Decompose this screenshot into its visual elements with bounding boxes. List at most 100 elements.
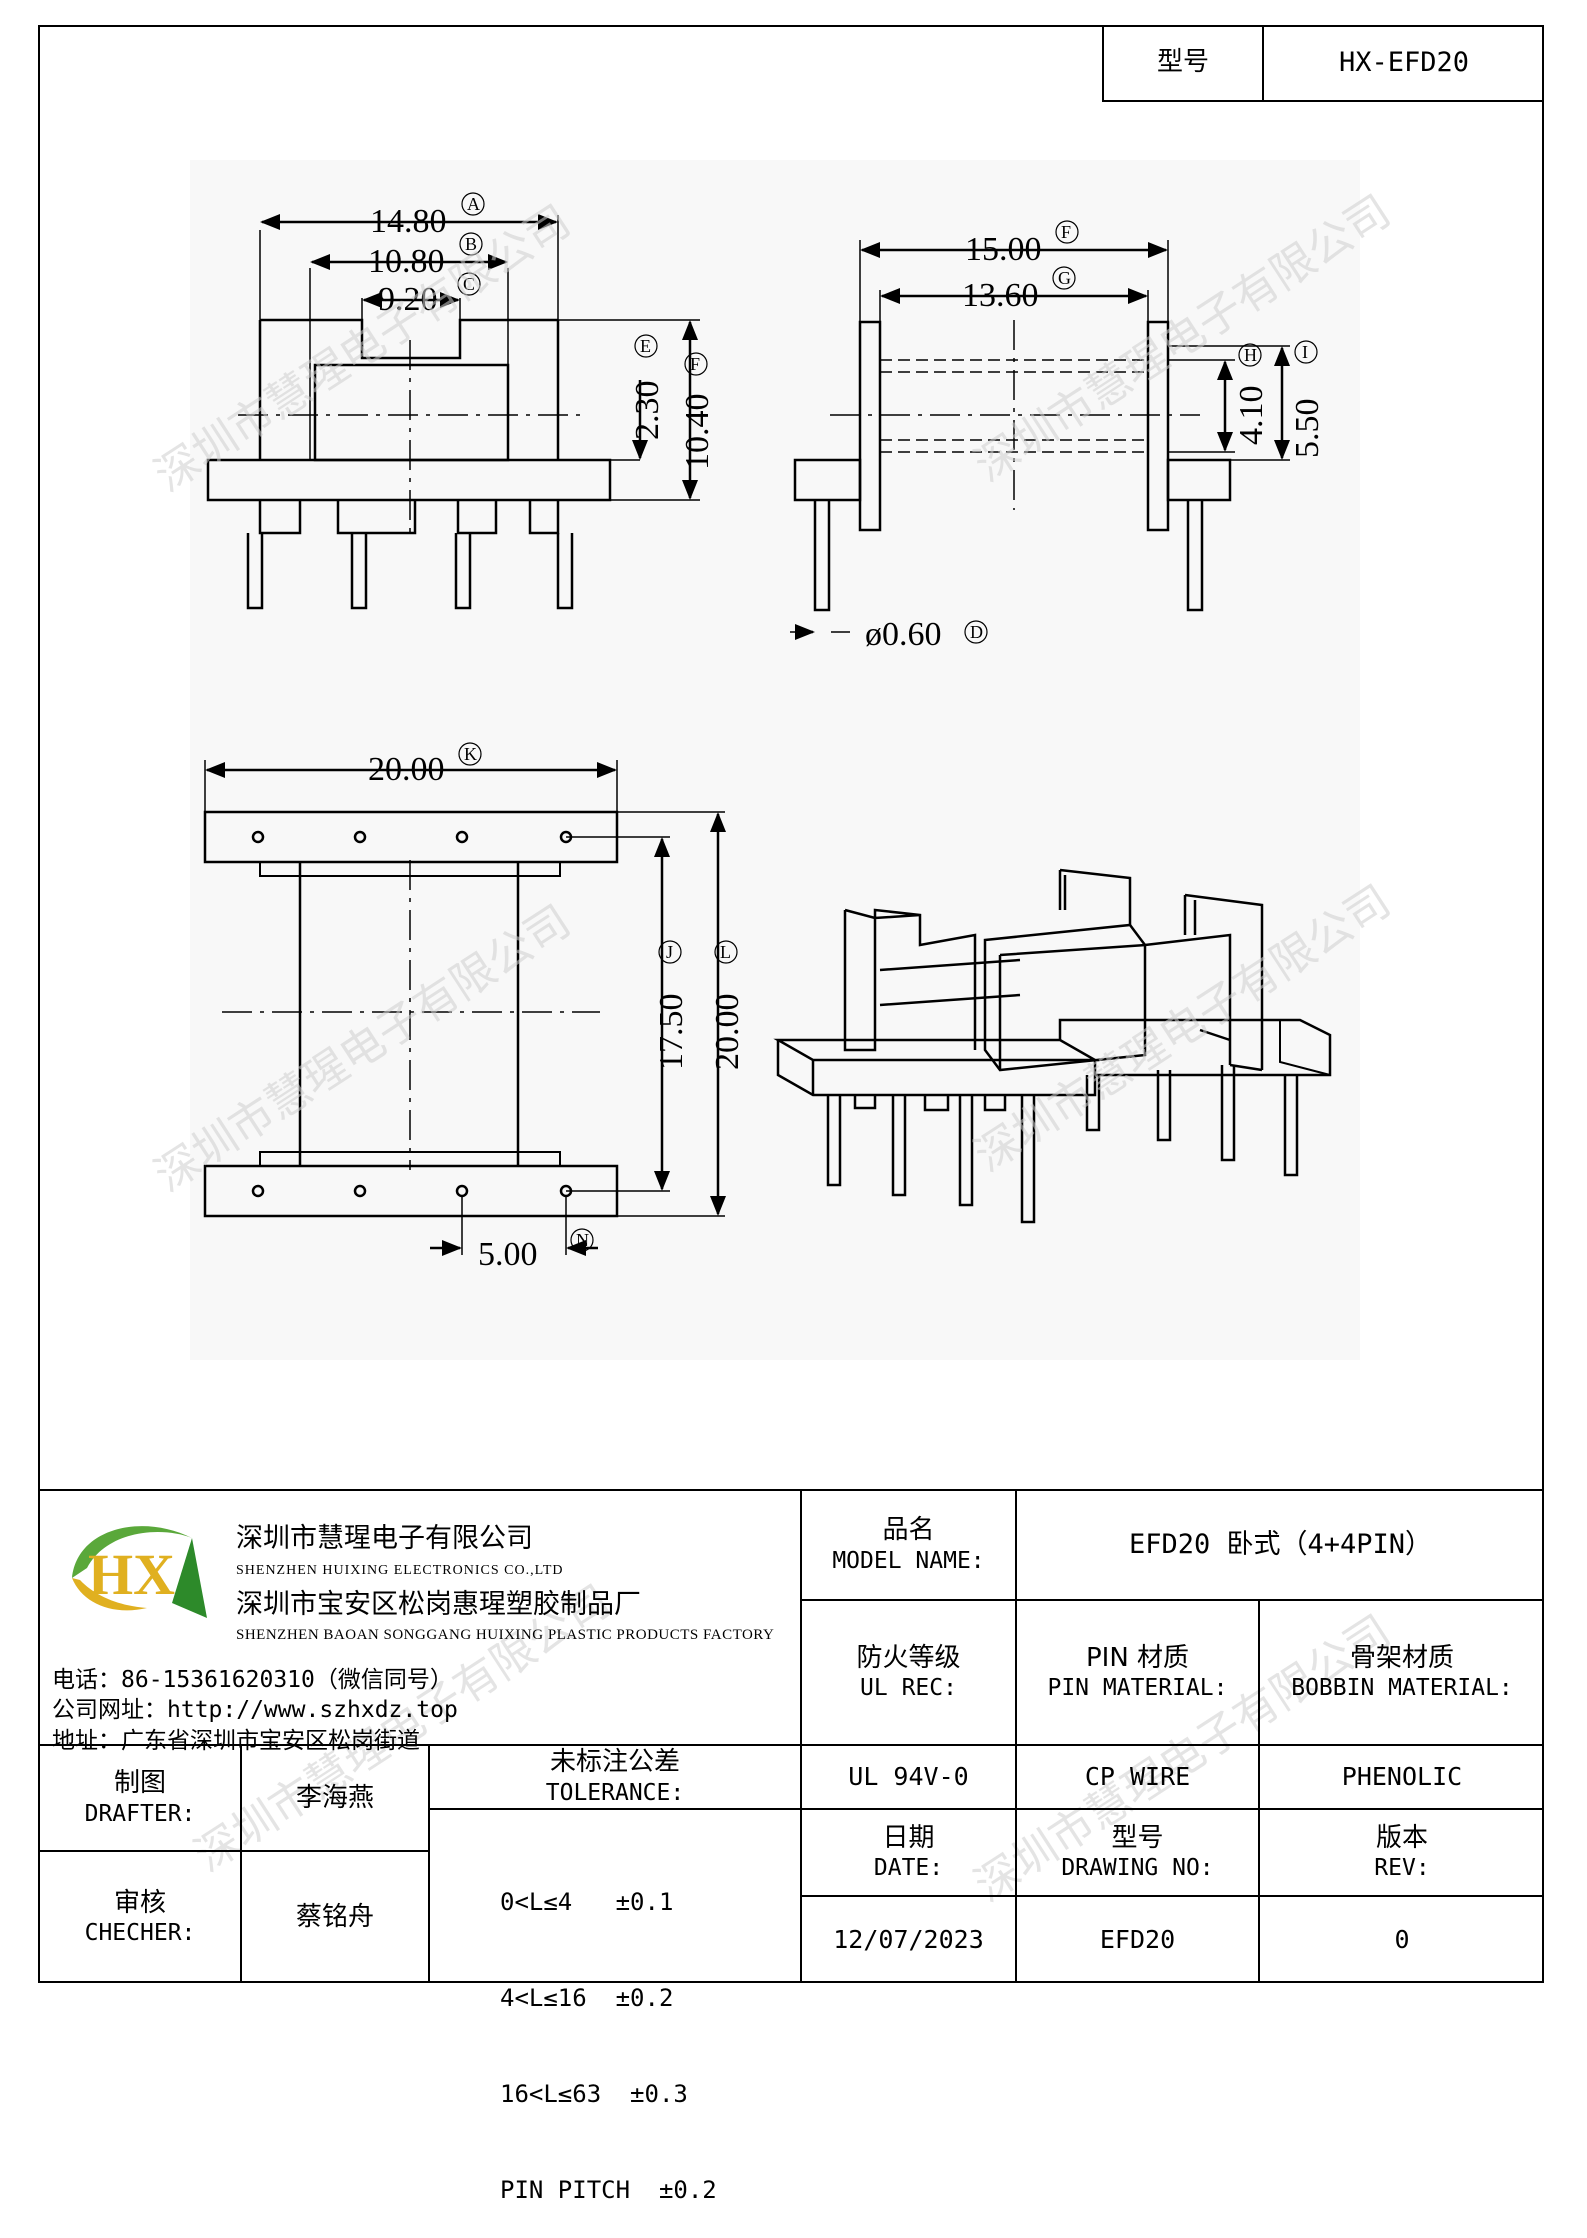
drawing-svg: 14.80 10.80 9.20 2.30 10.40 15.00 13.60 …: [203, 192, 1332, 1273]
dim-e-callout: E: [634, 334, 658, 358]
svg-text:F: F: [1061, 222, 1071, 242]
pin-material-en: PIN MATERIAL:: [1047, 1675, 1228, 1702]
svg-text:L: L: [720, 942, 731, 962]
checker-value: 蔡铭舟: [295, 1902, 374, 1933]
drafter-label: 制图 DRAFTER:: [40, 1746, 240, 1850]
fire-rating-en: UL REC:: [860, 1675, 957, 1702]
checker-en: CHECHER:: [84, 1920, 196, 1947]
drawing-no-label: 型号 DRAWING NO:: [1017, 1810, 1258, 1895]
dim-a-text: 14.80: [370, 203, 447, 240]
company-phone: 电话：86-15361620310（微信同号）: [52, 1667, 453, 1693]
svg-text:F: F: [690, 354, 700, 374]
dim-e-text: 2.30: [629, 381, 666, 441]
dim-b-text: 10.80: [368, 243, 445, 280]
bobbin-material-label: 骨架材质 BOBBIN MATERIAL:: [1260, 1601, 1544, 1744]
model-name-cn: 品名: [882, 1515, 935, 1546]
model-name-value: EFD20 卧式（4+4PIN）: [1128, 1529, 1433, 1561]
technical-drawing: [190, 160, 1360, 1360]
fire-rating-cn: 防火等级: [856, 1642, 961, 1673]
svg-text:HX: HX: [88, 1542, 175, 1607]
svg-text:D: D: [970, 622, 983, 642]
svg-text:N: N: [576, 1230, 589, 1250]
dim-d-callout: D: [964, 620, 988, 644]
date-label: 日期 DATE:: [802, 1810, 1015, 1895]
dim-f-top-callout: F: [1055, 220, 1079, 244]
date-en: DATE:: [873, 1855, 944, 1882]
top-view: [203, 760, 726, 1256]
drawing-no-cn: 型号: [1111, 1822, 1164, 1853]
dim-j-callout: J: [658, 940, 682, 964]
factory-name-en: SHENZHEN BAOAN SONGGANG HUIXING PLASTIC …: [236, 1627, 775, 1643]
dim-d-text: ø0.60: [865, 616, 942, 653]
company-logo: HX: [52, 1508, 212, 1628]
dim-n-text: 5.00: [478, 1236, 538, 1273]
bobbin-material-en: BOBBIN MATERIAL:: [1291, 1675, 1513, 1702]
dim-a-callout: A: [461, 192, 485, 216]
factory-name-cn: 深圳市宝安区松岗惠瑆塑胶制品厂: [236, 1589, 641, 1620]
model-value: HX-EFD20: [1338, 46, 1470, 78]
rev-en: REV:: [1374, 1855, 1430, 1882]
svg-text:C: C: [463, 274, 475, 294]
company-name-en: SHENZHEN HUIXING ELECTRONICS CO.,LTD: [236, 1563, 564, 1578]
bobbin-material-value: PHENOLIC: [1341, 1762, 1463, 1792]
svg-text:G: G: [1058, 268, 1071, 288]
tolerance-cn: 未标注公差: [549, 1747, 680, 1778]
company-website[interactable]: 公司网址：http://www.szhxdz.top: [52, 1697, 458, 1723]
dim-l-callout: L: [714, 940, 738, 964]
dim-h-text: 4.10: [1233, 386, 1270, 446]
fire-rating-value: UL 94V-0: [848, 1762, 969, 1792]
tolerance-row: 0<L≤4 ±0.1: [500, 1888, 674, 1916]
date-value: 12/07/2023: [833, 1925, 984, 1955]
drawing-no-en: DRAWING NO:: [1061, 1855, 1214, 1882]
svg-text:A: A: [467, 194, 480, 214]
dim-i-text: 5.50: [1289, 399, 1326, 459]
dim-j-text: 17.50: [653, 994, 690, 1071]
model-name-label: 品名 MODEL NAME:: [802, 1491, 1015, 1599]
company-address: 地址：广东省深圳市宝安区松岗街道: [52, 1728, 420, 1754]
dim-h-callout: H: [1238, 343, 1262, 367]
rev-value: 0: [1394, 1925, 1410, 1955]
svg-text:J: J: [666, 942, 673, 962]
svg-text:I: I: [1302, 342, 1308, 362]
checker-cn: 审核: [113, 1887, 166, 1918]
tolerance-table: 0<L≤4 ±0.1 4<L≤16 ±0.2 16<L≤63 ±0.3 PIN …: [500, 1822, 717, 2238]
drafter-value: 李海燕: [295, 1782, 374, 1813]
dim-c-text: 9.20: [378, 281, 438, 318]
tolerance-en: TOLERANCE:: [545, 1779, 685, 1806]
tolerance-row: 16<L≤63 ±0.3: [500, 2080, 688, 2108]
dim-g-text: 13.60: [962, 277, 1039, 314]
dim-k-text: 20.00: [368, 751, 445, 788]
svg-text:E: E: [640, 336, 651, 356]
side-view: [790, 240, 1290, 640]
dim-i-callout: I: [1294, 340, 1318, 364]
date-cn: 日期: [882, 1822, 935, 1853]
checker-label: 审核 CHECHER:: [40, 1852, 240, 1983]
company-name-cn: 深圳市慧瑆电子有限公司: [236, 1523, 533, 1554]
svg-text:B: B: [465, 234, 477, 254]
dim-n-callout: N: [570, 1228, 594, 1252]
model-name-en: MODEL NAME:: [832, 1547, 985, 1574]
pin-material-label: PIN 材质 PIN MATERIAL:: [1017, 1601, 1258, 1744]
dim-f-side-callout: F: [684, 352, 708, 376]
rev-label: 版本 REV:: [1260, 1810, 1544, 1895]
dim-f-top-text: 15.00: [965, 231, 1042, 268]
dim-l-text: 20.00: [709, 994, 746, 1071]
tolerance-row: PIN PITCH ±0.2: [500, 2176, 717, 2204]
drafter-en: DRAFTER:: [84, 1800, 196, 1827]
tolerance-label: 未标注公差 TOLERANCE:: [430, 1746, 800, 1808]
dim-f-side-text: 10.40: [679, 394, 716, 471]
tolerance-row: 4<L≤16 ±0.2: [500, 1984, 674, 2012]
bobbin-material-cn: 骨架材质: [1349, 1642, 1454, 1673]
pin-material-cn: PIN 材质: [1085, 1642, 1190, 1673]
drafter-cn: 制图: [113, 1768, 166, 1799]
front-view: [206, 214, 700, 610]
dim-c-callout: C: [457, 272, 481, 296]
fire-rating-label: 防火等级 UL REC:: [802, 1601, 1015, 1744]
model-label: 型号: [1156, 47, 1209, 78]
svg-text:H: H: [1244, 345, 1257, 365]
dim-b-callout: B: [459, 232, 483, 256]
svg-text:K: K: [464, 744, 477, 764]
model-box-left: [1102, 25, 1104, 102]
pin-material-value: CP WIRE: [1084, 1762, 1191, 1792]
dim-k-callout: K: [458, 742, 482, 766]
